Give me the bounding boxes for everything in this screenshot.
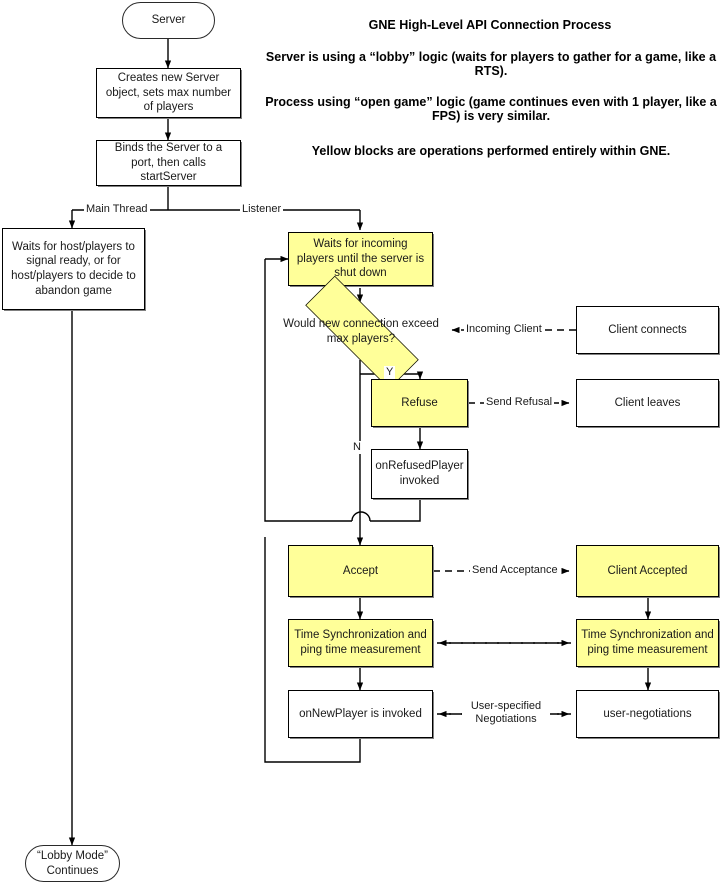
- node-client-accepted[interactable]: Client Accepted: [576, 545, 719, 597]
- edge-label-send-acceptance: Send Acceptance: [470, 564, 560, 578]
- edge-label-yes: Y: [384, 366, 396, 380]
- decision-label: Would new connection exceed max players?: [283, 317, 439, 345]
- node-lobby-mode-continues[interactable]: “Lobby Mode” Continues: [25, 845, 120, 882]
- header-paragraph-yellow-blocks: Yellow blocks are operations performed e…: [311, 144, 671, 158]
- node-time-synchronization-client[interactable]: Time Synchronization and ping time measu…: [576, 619, 719, 667]
- edge-label-incoming-client: Incoming Client: [464, 323, 544, 337]
- node-waits-for-host-players[interactable]: Waits for host/players to signal ready, …: [2, 228, 145, 310]
- edge-label-main-thread: Main Thread: [84, 203, 150, 217]
- node-client-leaves[interactable]: Client leaves: [576, 379, 719, 427]
- node-on-refused-player-invoked[interactable]: onRefusedPlayer invoked: [371, 449, 468, 499]
- node-time-synchronization-server[interactable]: Time Synchronization and ping time measu…: [288, 619, 433, 667]
- edge-label-no: N: [351, 441, 363, 455]
- node-accept[interactable]: Accept: [288, 545, 433, 597]
- edge-label-send-refusal: Send Refusal: [484, 396, 555, 410]
- node-user-negotiations[interactable]: user-negotiations: [576, 690, 719, 738]
- edge-label-listener: Listener: [240, 203, 284, 217]
- node-creates-new-server-object[interactable]: Creates new Server object, sets max numb…: [96, 68, 241, 118]
- node-on-new-player-is-invoked[interactable]: onNewPlayer is invoked: [288, 690, 433, 738]
- node-waits-for-incoming-players[interactable]: Waits for incoming players until the ser…: [288, 232, 433, 286]
- page-title: GNE High-Level API Connection Process: [368, 18, 612, 32]
- header-paragraph-lobby: Server is using a “lobby” logic (waits f…: [265, 50, 717, 78]
- node-start-server[interactable]: Server: [122, 2, 215, 39]
- header-paragraph-open-game: Process using “open game” logic (game co…: [265, 95, 717, 123]
- node-binds-server-to-port[interactable]: Binds the Server to a port, then calls s…: [96, 140, 241, 186]
- node-decision-exceed-max-players[interactable]: Would new connection exceed max players?: [278, 275, 444, 390]
- edge-label-user-specified-negotiations: User-specified Negotiations: [462, 700, 550, 727]
- node-refuse[interactable]: Refuse: [371, 379, 468, 427]
- node-client-connects[interactable]: Client connects: [576, 306, 719, 354]
